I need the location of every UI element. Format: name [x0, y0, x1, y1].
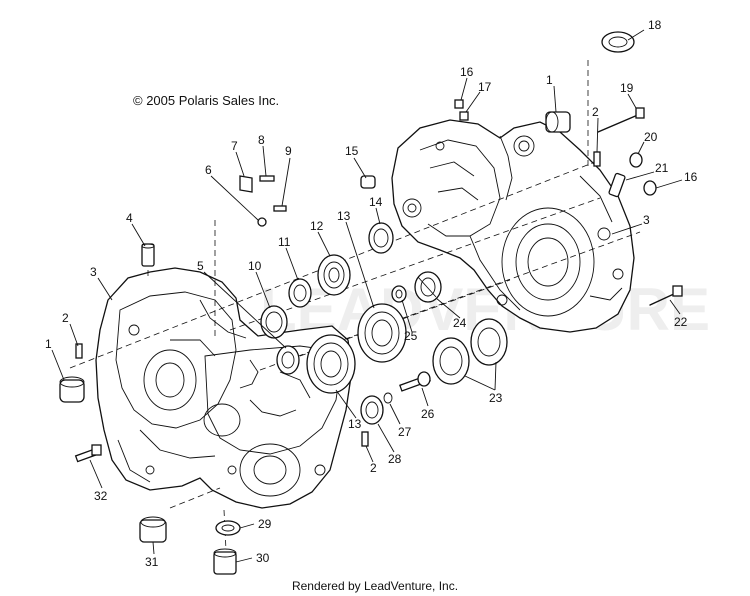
- seal-5: [276, 345, 300, 375]
- callout-3-left: 3: [90, 265, 97, 279]
- callout-24: 24: [453, 316, 467, 330]
- pin-16-17: [454, 99, 469, 121]
- bushing-1-right: [545, 111, 571, 133]
- callout-32: 32: [94, 489, 108, 503]
- bearing-14: [368, 222, 394, 254]
- callout-25: 25: [404, 329, 418, 343]
- callout-22: 22: [674, 315, 688, 329]
- callout-10: 10: [248, 259, 262, 273]
- callout-16-right: 16: [684, 170, 698, 184]
- dowel-4: [141, 243, 155, 267]
- callout-15: 15: [345, 144, 359, 158]
- seal-28: [360, 395, 384, 425]
- bracket-7: [239, 175, 253, 193]
- dowel-21: [608, 172, 626, 198]
- washer-16-right: [643, 180, 657, 196]
- callout-20: 20: [644, 130, 658, 144]
- callout-23: 23: [489, 391, 503, 405]
- bolt-19: [597, 107, 645, 133]
- callout-21: 21: [655, 161, 669, 175]
- leader-lines: [51, 29, 683, 563]
- callout-9: 9: [285, 144, 292, 158]
- callout-6: 6: [205, 163, 212, 177]
- callout-13-bottom: 13: [348, 417, 362, 431]
- callout-1-right: 1: [546, 73, 553, 87]
- callout-labels: 18 1 16 17 19 2 20 21 16 3 22 7 8 9 6 15…: [45, 18, 698, 569]
- pin-2-bottom: [361, 431, 369, 447]
- oring-27: [383, 392, 393, 404]
- right-crankcase-half: [391, 119, 635, 333]
- bolt-22: [649, 285, 683, 306]
- washer-29: [215, 520, 241, 536]
- bearing-23b: [470, 318, 508, 366]
- callout-12: 12: [310, 219, 324, 233]
- washer-25: [391, 285, 407, 303]
- callout-2-right: 2: [592, 105, 599, 119]
- callout-3-right: 3: [643, 213, 650, 227]
- drain-plug-31: [139, 516, 167, 543]
- callout-31: 31: [145, 555, 159, 569]
- callout-1-left: 1: [45, 337, 52, 351]
- bearing-10: [260, 305, 288, 339]
- callout-2-left: 2: [62, 311, 69, 325]
- needle-bearing-24: [414, 271, 442, 303]
- callout-16-top: 16: [460, 65, 474, 79]
- bearing-13-upper: [357, 303, 407, 363]
- bolts-8-9-6: [257, 175, 287, 227]
- left-crankcase-half: [95, 267, 353, 509]
- callout-13-top: 13: [337, 209, 351, 223]
- plug-30: [213, 548, 237, 575]
- callout-29: 29: [258, 517, 272, 531]
- callout-19: 19: [620, 81, 634, 95]
- callout-4: 4: [126, 211, 133, 225]
- callout-28: 28: [388, 452, 402, 466]
- callout-8: 8: [258, 133, 265, 147]
- callout-7: 7: [231, 139, 238, 153]
- washer-20: [629, 152, 643, 168]
- bolt-32: [74, 444, 102, 463]
- bearing-13-lower: [306, 334, 356, 394]
- callout-14: 14: [369, 195, 383, 209]
- callout-30: 30: [256, 551, 270, 565]
- bushing-1-left: [59, 376, 85, 403]
- copyright-notice: © 2005 Polaris Sales Inc.: [133, 93, 280, 108]
- pin-2-right: [593, 151, 601, 167]
- plug-15: [360, 175, 376, 189]
- callout-27: 27: [398, 425, 412, 439]
- bearing-12: [317, 254, 351, 296]
- render-credit: Rendered by LeadVenture, Inc.: [291, 579, 459, 593]
- bearing-23a: [432, 337, 470, 385]
- callout-26: 26: [421, 407, 435, 421]
- callout-18: 18: [648, 18, 662, 32]
- callout-11: 11: [278, 235, 291, 249]
- seal-18: [601, 31, 635, 53]
- pin-2-left: [75, 343, 83, 359]
- seal-11: [288, 278, 312, 308]
- callout-5: 5: [197, 259, 204, 273]
- callout-2-bottom: 2: [370, 461, 377, 475]
- callout-17: 17: [478, 80, 492, 94]
- fitting-26: [399, 371, 431, 392]
